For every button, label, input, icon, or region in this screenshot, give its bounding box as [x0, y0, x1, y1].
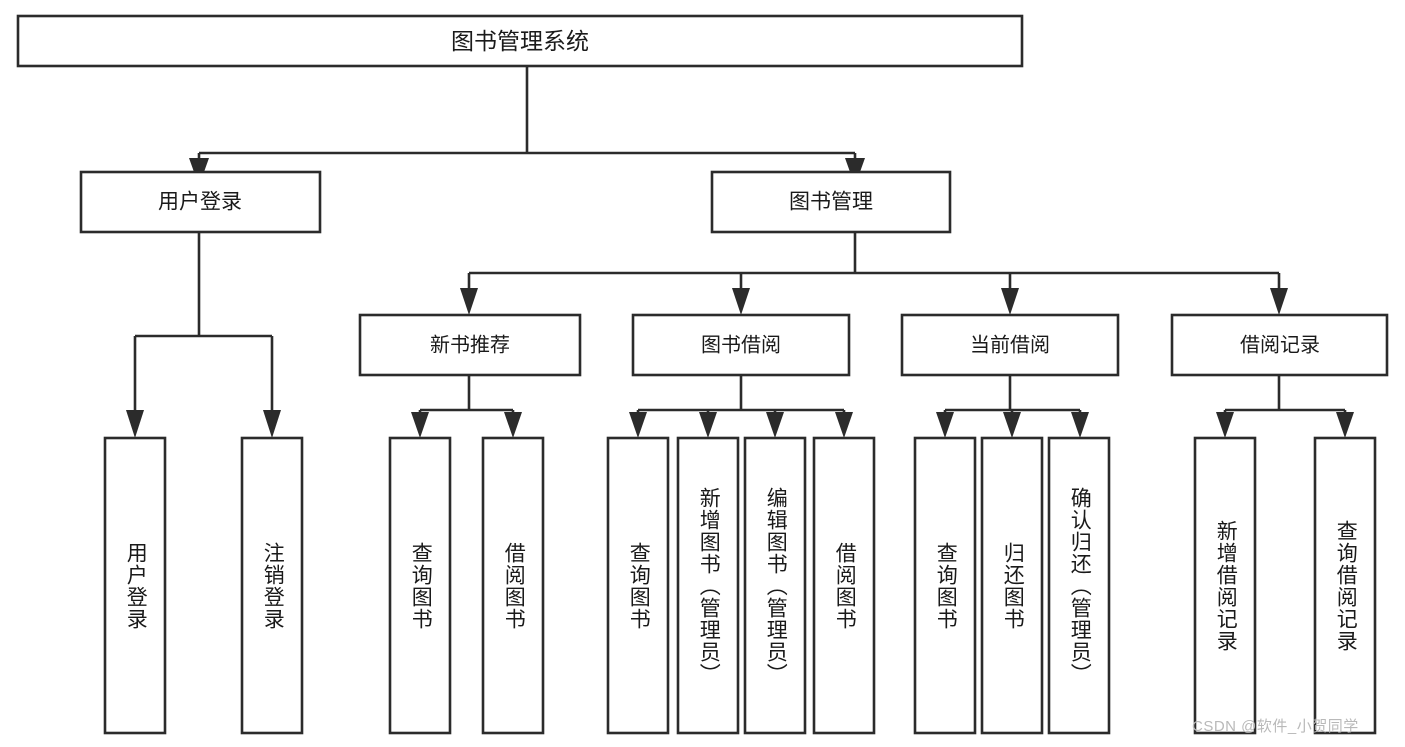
leaf-node[interactable]: 查询图书: [388, 436, 452, 735]
leaf-label: 查询图书: [409, 541, 433, 630]
node-borrowing-record[interactable]: 借阅记录: [1170, 313, 1389, 377]
leaf-node[interactable]: 编辑图书（管理员）: [743, 436, 807, 735]
node-book-borrowing[interactable]: 图书借阅: [631, 313, 851, 377]
node-book-management[interactable]: 图书管理: [710, 170, 952, 234]
leaf-label: 编辑图书（管理员）: [764, 486, 788, 685]
leaf-label: 归还图书: [1001, 541, 1025, 630]
node-user-login-label: 用户登录: [158, 191, 242, 214]
leaf-node[interactable]: 用户登录: [103, 436, 167, 735]
leaf-node[interactable]: 确认归还（管理员）: [1047, 436, 1111, 735]
node-book-management-label: 图书管理: [789, 191, 873, 214]
leaf-node[interactable]: 查询借阅记录: [1313, 436, 1377, 735]
leaf-node[interactable]: 借阅图书: [481, 436, 545, 735]
leaf-label: 查询图书: [627, 541, 651, 630]
leaf-label: 确认归还（管理员）: [1068, 486, 1092, 685]
node-book-borrowing-label: 图书借阅: [701, 333, 781, 356]
leaf-label: 查询图书: [934, 541, 958, 630]
leaf-node[interactable]: 借阅图书: [812, 436, 876, 735]
connector-new-book-rec-to-leaves: [411, 375, 522, 438]
node-current-borrowing[interactable]: 当前借阅: [900, 313, 1120, 377]
node-new-book-recommendation[interactable]: 新书推荐: [358, 313, 582, 377]
leaf-label: 新增图书（管理员）: [697, 486, 721, 685]
leaf-label: 借阅图书: [833, 541, 857, 630]
connector-current-borrow-to-leaves: [936, 375, 1089, 438]
leaf-node[interactable]: 归还图书: [980, 436, 1044, 735]
leaf-node[interactable]: 新增借阅记录: [1193, 436, 1257, 735]
leaf-label: 借阅图书: [502, 541, 526, 630]
leaf-node[interactable]: 查询图书: [606, 436, 670, 735]
node-borrowing-record-label: 借阅记录: [1240, 333, 1320, 356]
node-root-label: 图书管理系统: [451, 28, 589, 54]
node-new-book-recommendation-label: 新书推荐: [430, 333, 510, 356]
leaf-label: 查询借阅记录: [1334, 519, 1358, 652]
leaf-node[interactable]: 注销登录: [240, 436, 304, 735]
connector-borrow-record-to-leaves: [1216, 375, 1354, 438]
node-root-book-management-system[interactable]: 图书管理系统: [16, 14, 1024, 68]
connector-user-login-to-leaves: [126, 232, 281, 438]
leaf-label: 注销登录: [261, 541, 285, 630]
connector-book-borrow-to-leaves: [629, 375, 853, 438]
leaf-node[interactable]: 新增图书（管理员）: [676, 436, 740, 735]
node-current-borrowing-label: 当前借阅: [970, 333, 1050, 356]
node-user-login[interactable]: 用户登录: [79, 170, 322, 234]
connector-root-to-level1: [189, 66, 865, 186]
connector-book-mgmt-to-level2: [460, 232, 1288, 315]
leaf-label: 新增借阅记录: [1214, 519, 1238, 652]
leaf-label: 用户登录: [124, 541, 148, 630]
leaf-node[interactable]: 查询图书: [913, 436, 977, 735]
